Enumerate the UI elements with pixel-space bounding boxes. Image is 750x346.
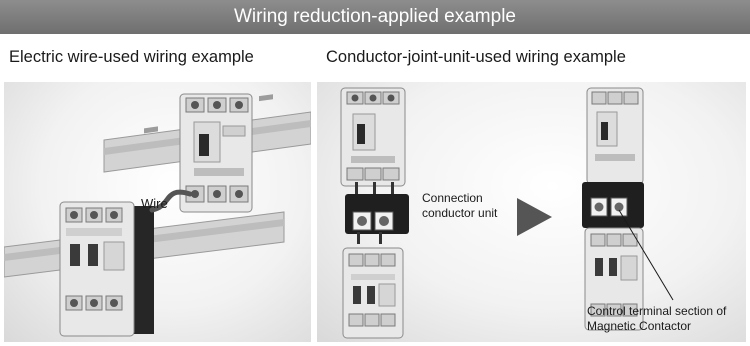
right-caption: Conductor-joint-unit-used wiring example: [326, 48, 626, 67]
wire-example-panel: Wire: [4, 82, 311, 342]
connection-conductor-unit: [345, 182, 409, 244]
conductor-unit-panel: Connection conductor unit Control termin…: [317, 82, 746, 342]
assembled-device-stack: [582, 88, 644, 330]
contactor-device-unassembled: [343, 248, 403, 338]
connection-unit-label-line2: conductor unit: [422, 206, 497, 221]
control-terminal-label-line1: Control terminal section of: [587, 304, 726, 319]
control-terminal-label: Control terminal section of Magnetic Con…: [587, 304, 726, 334]
control-terminal-label-line2: Magnetic Contactor: [587, 319, 726, 334]
banner-title: Wiring reduction-applied example: [234, 6, 516, 27]
conductor-unit-illustration: [317, 82, 746, 342]
left-caption: Electric wire-used wiring example: [9, 48, 254, 67]
wire-example-illustration: [4, 82, 311, 342]
connection-unit-label-line1: Connection: [422, 191, 497, 206]
header-banner: Wiring reduction-applied example: [0, 0, 750, 34]
magnetic-contactor-device: [60, 202, 154, 336]
connection-unit-label: Connection conductor unit: [422, 191, 497, 221]
wire-label: Wire: [141, 196, 168, 211]
breaker-device-unassembled: [341, 88, 405, 186]
triangle-right-icon: [517, 198, 552, 236]
